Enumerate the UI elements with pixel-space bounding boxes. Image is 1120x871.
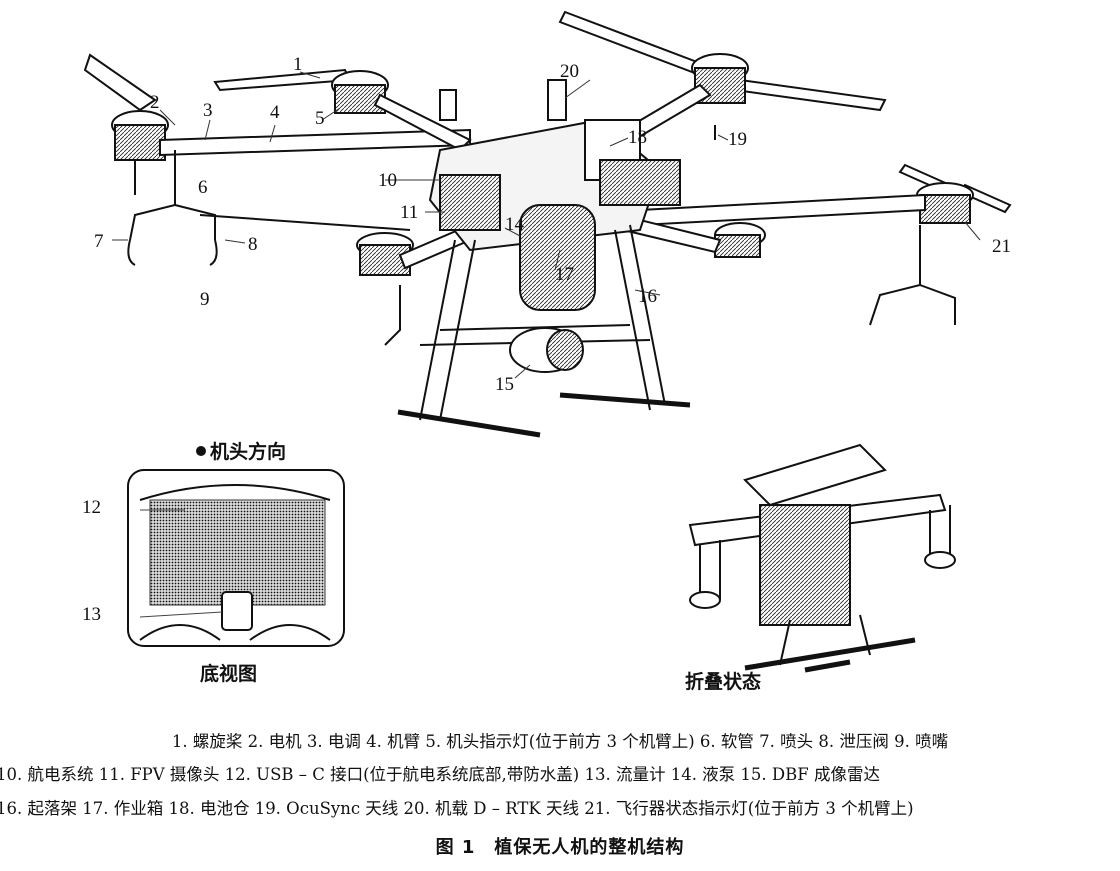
callout-2: 2 — [150, 92, 160, 113]
figure-title: 图 1 植保无人机的整机结构 — [435, 837, 685, 858]
callout-20: 20 — [560, 61, 579, 82]
callout-9: 9 — [200, 289, 210, 310]
callout-17: 17 — [555, 264, 574, 285]
callout-10: 10 — [378, 170, 397, 191]
callout-4: 4 — [270, 102, 280, 123]
callout-3: 3 — [203, 100, 213, 121]
callout-numbers: 1 2 3 4 5 6 7 8 9 10 11 12 13 14 15 16 1… — [82, 54, 1011, 625]
callout-5: 5 — [315, 108, 325, 129]
callout-13: 13 — [82, 604, 101, 625]
bottom-view — [127, 446, 345, 647]
legend-line-3: 16. 起落架 17. 作业箱 18. 电池仓 19. OcuSync 天线 2… — [0, 799, 914, 818]
callout-11: 11 — [400, 202, 418, 223]
callout-18: 18 — [628, 127, 647, 148]
callout-15: 15 — [495, 374, 514, 395]
legend-line-1: 1. 螺旋桨 2. 电机 3. 电调 4. 机臂 5. 机头指示灯(位于前方 3… — [171, 732, 949, 751]
fuselage — [428, 79, 681, 311]
folded-view — [688, 443, 956, 673]
callout-leaders — [112, 71, 981, 379]
propellers — [83, 10, 1012, 214]
callout-12: 12 — [82, 497, 101, 518]
callout-21: 21 — [992, 236, 1011, 257]
callout-16: 16 — [638, 286, 657, 307]
callout-8: 8 — [248, 234, 258, 255]
callout-14: 14 — [505, 214, 525, 235]
nose-direction-label: 机头方向 — [210, 441, 287, 463]
radar — [509, 327, 584, 373]
drone-main-illustration — [83, 10, 1012, 438]
landing-gear — [397, 224, 691, 438]
legend-line-2: 10. 航电系统 11. FPV 摄像头 12. USB – C 接口(位于航电… — [0, 765, 880, 784]
nose-direction-dot — [196, 446, 206, 456]
folded-state-label: 折叠状态 — [685, 671, 762, 693]
callout-1: 1 — [293, 54, 303, 75]
callout-6: 6 — [198, 177, 208, 198]
callout-19: 19 — [728, 129, 747, 150]
bottom-view-label: 底视图 — [200, 663, 258, 685]
nozzle-assemblies — [127, 125, 956, 346]
callout-7: 7 — [94, 231, 104, 252]
